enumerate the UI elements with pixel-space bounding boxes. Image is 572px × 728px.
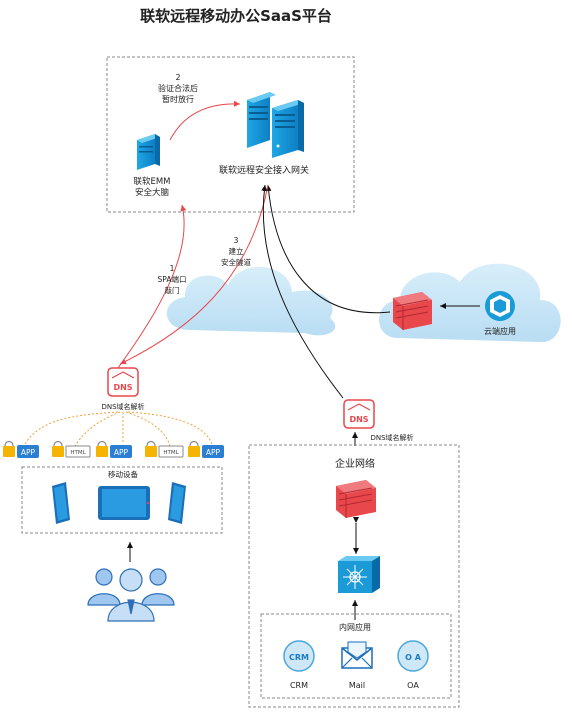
phone-left-icon [52,482,70,524]
app-chip-2-text: HTML [70,450,86,456]
app-chip-3-text: APP [114,448,129,457]
enterprise-network-box [248,444,460,708]
gateway-server-icon [247,92,304,158]
dns-icon-left: DNS [107,367,139,397]
app-chip-3: APP [96,440,132,458]
step1-arrow [117,204,187,369]
enterprise-to-gateway-arrow [261,184,344,399]
cloud-left [166,266,336,336]
step2-arrow [169,100,241,141]
oa-icon-text: O A [405,653,422,662]
oa-label: OA [407,681,419,690]
dns-icon-right: DNS [343,399,375,429]
app-chip-2: HTML [52,440,91,458]
crm-icon-text: CRM [289,653,309,662]
intranet-apps-box [260,613,452,699]
step1-number: 1 [170,264,175,273]
oa-icon: O A [397,640,429,672]
dns-to-apps-curves [24,411,213,447]
switch-icon [338,556,380,593]
mail-icon [341,641,373,669]
step3-line1: 建立 [229,246,244,256]
app-chip-5: APP [188,440,224,458]
emm-label-line1: 联软EMM [133,176,170,187]
dns-right-badge-text: DNS [349,415,368,424]
step3-arrow [119,184,269,365]
dns-right-label: DNS域名解析 [370,433,413,442]
app-chip-1: APP [3,440,39,458]
gateway-label: 联软远程安全接入网关 [219,164,309,176]
tablet-icon [98,486,150,520]
step2-number: 2 [175,73,180,82]
users-icon [87,568,175,622]
mobile-devices-box [21,466,223,534]
step2-line2: 暂时放行 [162,94,194,104]
firewall-icon-enterprise [336,480,376,518]
step2-line1: 验证合法后 [158,83,198,93]
phone-right-icon [168,482,186,524]
app-chip-5-text: APP [206,448,221,457]
enterprise-network-label: 企业网络 [335,457,375,470]
page-title: 联软远程移动办公SaaS平台 [140,7,332,25]
mobile-devices-label: 移动设备 [108,469,138,479]
mail-label: Mail [349,681,365,690]
step3-line2: 安全隧道 [221,257,251,267]
step3-number: 3 [234,236,239,245]
cloud-app-icon [485,291,515,321]
dns-left-badge-text: DNS [113,383,132,392]
app-chip-4-text: HTML [163,450,179,456]
crm-icon: CRM [283,640,315,672]
cloud-app-label: 云端应用 [484,326,516,336]
emm-server-icon [137,134,160,170]
app-chip-1-text: APP [21,448,36,457]
firewall-to-gateway-arrow [265,184,391,314]
crm-label: CRM [290,681,308,690]
step1-line1: SPA端口 [158,274,187,284]
app-chip-4: HTML [145,440,184,458]
firewall-icon-cloud [393,292,432,330]
gateway-zone-box [106,56,355,213]
dns-left-label: DNS域名解析 [101,402,144,411]
intranet-label: 内网应用 [339,622,371,632]
emm-label-line2: 安全大脑 [135,187,170,198]
step1-line2: 敲门 [165,285,180,295]
